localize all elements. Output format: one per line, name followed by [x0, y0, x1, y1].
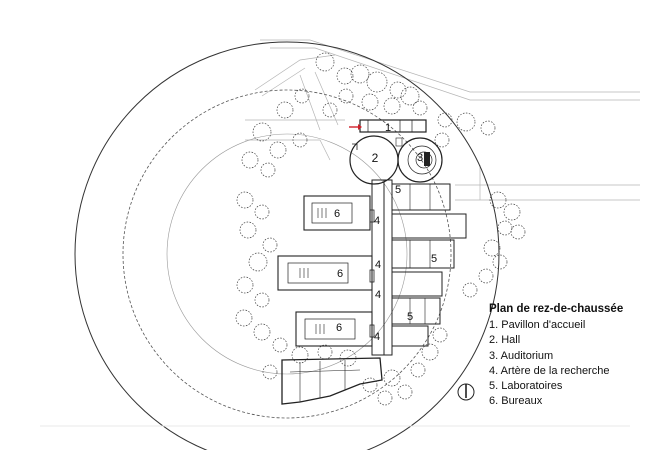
legend-title: Plan de rez-de-chaussée	[489, 303, 624, 315]
north-arrow-icon	[457, 383, 475, 401]
label-artery-mid: 4	[375, 259, 381, 271]
south-building	[281, 357, 383, 405]
entrance-arrow-icon	[349, 124, 362, 130]
label-artery-bottom: 4	[374, 331, 380, 343]
trees	[235, 52, 526, 406]
site-circles	[74, 41, 500, 450]
label-auditorium: 3	[417, 152, 423, 164]
office-stairs	[299, 208, 327, 334]
pavilion-block	[359, 119, 427, 133]
wing-connectors	[369, 209, 375, 338]
label-artery-low: 4	[375, 289, 381, 301]
lab-dividers	[409, 184, 431, 324]
plan-legend: Plan de rez-de-chaussée 1. Pavillon d'ac…	[489, 303, 659, 410]
label-labs-low: 5	[407, 311, 413, 323]
legend-item-hall: 2. Hall	[489, 334, 521, 347]
legend-item-artery: 4. Artère de la recherche	[489, 364, 610, 377]
lab-blocks	[391, 183, 467, 347]
label-hall: 2	[372, 151, 379, 165]
label-pavilion: 1	[385, 122, 391, 134]
auditorium-seats	[424, 152, 430, 166]
label-artery-top: 4	[374, 215, 380, 227]
label-offices-top: 6	[334, 208, 340, 220]
office-wings	[277, 195, 373, 347]
label-offices-low: 6	[336, 322, 342, 334]
legend-item-offices: 6. Bureaux	[489, 395, 543, 408]
hall-and-auditorium	[349, 135, 443, 185]
legend-item-auditorium: 3. Auditorium	[489, 349, 554, 362]
site-lines	[245, 39, 640, 201]
label-labs-mid: 5	[431, 253, 437, 265]
legend-item-pavilion: 1. Pavillon d'accueil	[489, 319, 586, 331]
legend-item-labs: 5. Laboratoires	[489, 380, 563, 393]
label-offices-mid: 6	[337, 268, 343, 280]
label-labs-top: 5	[395, 184, 401, 196]
